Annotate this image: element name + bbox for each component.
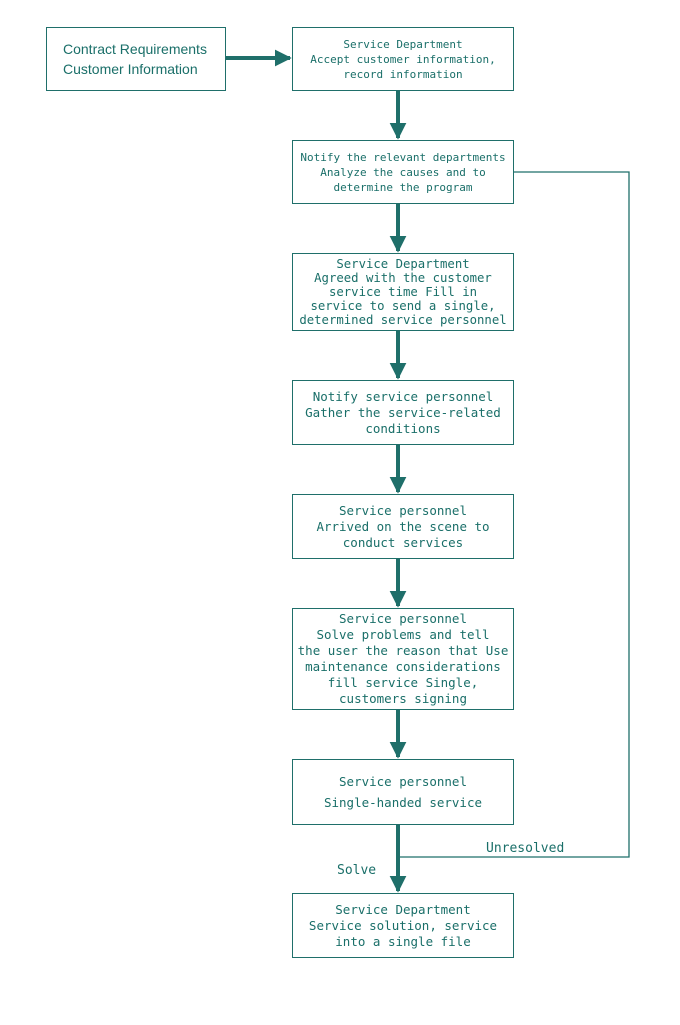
node-text-line: Service personnel (339, 502, 467, 518)
node-text-line: Service solution, service (308, 917, 498, 933)
node-text-line: record information (343, 67, 463, 81)
node-text-line: Accept customer information, (310, 52, 496, 66)
step-arrive-on-scene: Service personnel Arrived on the scene t… (292, 494, 514, 559)
node-text-line: Arrived on the scene to (316, 518, 490, 534)
node-text-line: Service Department (335, 901, 471, 917)
input-node-line: Contract Requirements (63, 41, 207, 57)
node-text-line: service time Fill in (328, 285, 478, 299)
node-text-line: Service Department (343, 37, 463, 51)
node-text-line: Gather the service-related (305, 404, 501, 420)
input-node-line: Customer Information (63, 61, 198, 77)
node-text-line: Service personnel (339, 774, 467, 789)
node-text-line: determine the program (333, 180, 473, 194)
edge-label-unresolved: Unresolved (486, 841, 565, 856)
step-single-handed-service: Service personnel Single-handed service (292, 759, 514, 825)
edge-label-solve: Solve (337, 863, 377, 878)
node-text-line: the user the reason that Use (297, 643, 509, 658)
node-text-line: determined service personnel (299, 313, 507, 327)
step-accept-information: Service Department Accept customer infor… (292, 27, 514, 91)
node-text-line: maintenance considerations (305, 659, 501, 674)
node-text-line: into a single file (335, 933, 471, 949)
step-notify-departments: Notify the relevant departments Analyze … (292, 140, 514, 204)
node-text-line: conditions (365, 420, 441, 436)
node-text-line: Solve problems and tell (316, 627, 490, 642)
node-text-line: Analyze the causes and to (320, 165, 486, 179)
node-text-line: fill service Single, (327, 675, 479, 690)
node-text-line: Notify the relevant departments (300, 150, 506, 164)
step-notify-personnel: Notify service personnel Gather the serv… (292, 380, 514, 445)
node-text-line: Single-handed service (323, 795, 483, 810)
step-solve-problems: Service personnel Solve problems and tel… (292, 608, 514, 710)
node-text-line: Service personnel (339, 611, 467, 626)
input-node: Contract Requirements Customer Informati… (46, 27, 226, 91)
unresolved-loop-line (398, 171, 630, 858)
step-service-solution-file: Service Department Service solution, ser… (292, 893, 514, 958)
node-text-line: Agreed with the customer (314, 271, 492, 285)
node-text-line: Notify service personnel (312, 388, 494, 404)
step-agree-service-time: Service Department Agreed with the custo… (292, 253, 514, 331)
node-text-line: service to send a single, (310, 299, 496, 313)
node-text-line: Service Department (336, 257, 470, 271)
node-text-line: conduct services (342, 534, 464, 550)
node-text-line: customers signing (339, 691, 467, 706)
